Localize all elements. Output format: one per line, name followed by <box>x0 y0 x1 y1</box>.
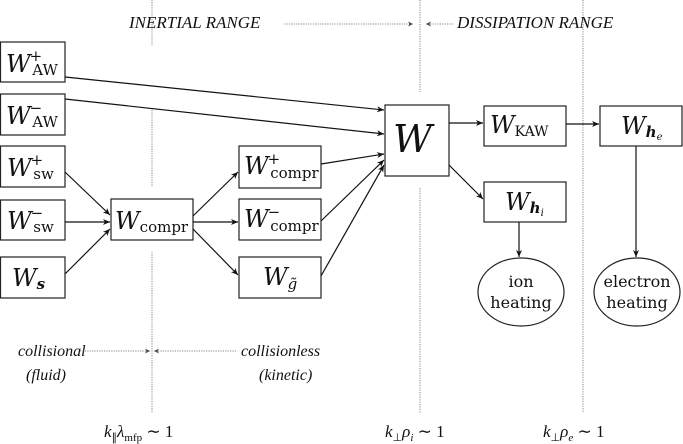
svg-text:WKAW: WKAW <box>490 111 549 140</box>
node-w-s[interactable]: Ws <box>0 256 66 299</box>
node-w-sw-plus[interactable]: W+sw <box>0 145 66 188</box>
svg-text:ion: ion <box>508 272 533 291</box>
svg-text:electron: electron <box>603 272 670 291</box>
svg-text:Wcompr: Wcompr <box>115 207 189 236</box>
scale-equations: k∥λmfp ∼ 1 k⊥ρi ∼ 1 k⊥ρe ∼ 1 <box>104 422 604 444</box>
edges <box>64 76 639 277</box>
fluid-label: (fluid) <box>26 367 66 384</box>
range-headers: INERTIAL RANGE DISSIPATION RANGE <box>128 13 614 32</box>
edge-sw-plus-to-compr <box>64 171 111 216</box>
rho-e-scale-equation: k⊥ρe ∼ 1 <box>543 422 604 444</box>
node-w-compr-minus[interactable]: W−compr <box>238 198 322 241</box>
svg-text:heating: heating <box>490 293 551 312</box>
svg-text:Whe: Whe <box>621 112 663 143</box>
svg-text:W−compr: W−compr <box>244 203 320 235</box>
node-ion-heating[interactable]: ion heating <box>477 257 565 327</box>
edge-aw-plus-to-w <box>64 76 385 113</box>
edge-w-to-hi <box>448 164 484 200</box>
svg-text:Ws: Ws <box>12 264 46 293</box>
collisionality-notes: collisional (fluid) collisionless (kinet… <box>18 343 320 384</box>
svg-text:heating: heating <box>606 293 667 312</box>
node-w-aw-plus[interactable]: W+AW <box>0 41 66 83</box>
svg-text:W−sw: W−sw <box>7 204 54 236</box>
svg-text:W−AW: W−AW <box>6 99 58 131</box>
svg-text:W+sw: W+sw <box>7 151 54 183</box>
edge-compr-plus-to-w <box>320 152 385 165</box>
rho-i-scale-equation: k⊥ρi ∼ 1 <box>385 422 445 444</box>
svg-text:W+AW: W+AW <box>6 47 58 79</box>
node-electron-heating[interactable]: electron heating <box>593 257 681 327</box>
inertial-range-label: INERTIAL RANGE <box>128 13 261 32</box>
edge-g-to-w <box>320 164 385 277</box>
svg-text:W: W <box>393 117 435 161</box>
svg-text:W+compr: W+compr <box>244 150 320 182</box>
svg-text:Wg̃: Wg̃ <box>263 263 297 293</box>
node-w[interactable]: W <box>384 104 450 177</box>
edge-compr-minus-to-w <box>320 159 385 222</box>
edge-compr-to-g <box>192 228 239 276</box>
node-w-g-tilde[interactable]: Wg̃ <box>238 256 322 299</box>
collisionless-label: collisionless <box>241 343 320 360</box>
nodes: W+AW W−AW W+sw W−sw Ws Wcompr W+compr W <box>0 41 683 327</box>
edge-compr-to-compr-plus <box>192 171 239 217</box>
kinetic-label: (kinetic) <box>259 367 312 384</box>
svg-text:Whi: Whi <box>505 188 544 219</box>
node-w-sw-minus[interactable]: W−sw <box>0 199 66 241</box>
node-w-compr[interactable]: Wcompr <box>110 198 194 241</box>
edge-s-to-compr <box>64 228 111 275</box>
node-w-aw-minus[interactable]: W−AW <box>0 93 66 136</box>
dissipation-range-label: DISSIPATION RANGE <box>456 13 614 32</box>
node-w-h-i[interactable]: Whi <box>483 181 567 223</box>
mfp-scale-equation: k∥λmfp ∼ 1 <box>104 422 173 444</box>
scale-lines <box>151 0 584 413</box>
collisional-label: collisional <box>18 343 86 360</box>
edge-aw-minus-to-w <box>64 98 385 137</box>
node-w-compr-plus[interactable]: W+compr <box>238 145 322 189</box>
node-w-kaw[interactable]: WKAW <box>483 105 567 147</box>
node-w-h-e[interactable]: Whe <box>599 105 683 147</box>
